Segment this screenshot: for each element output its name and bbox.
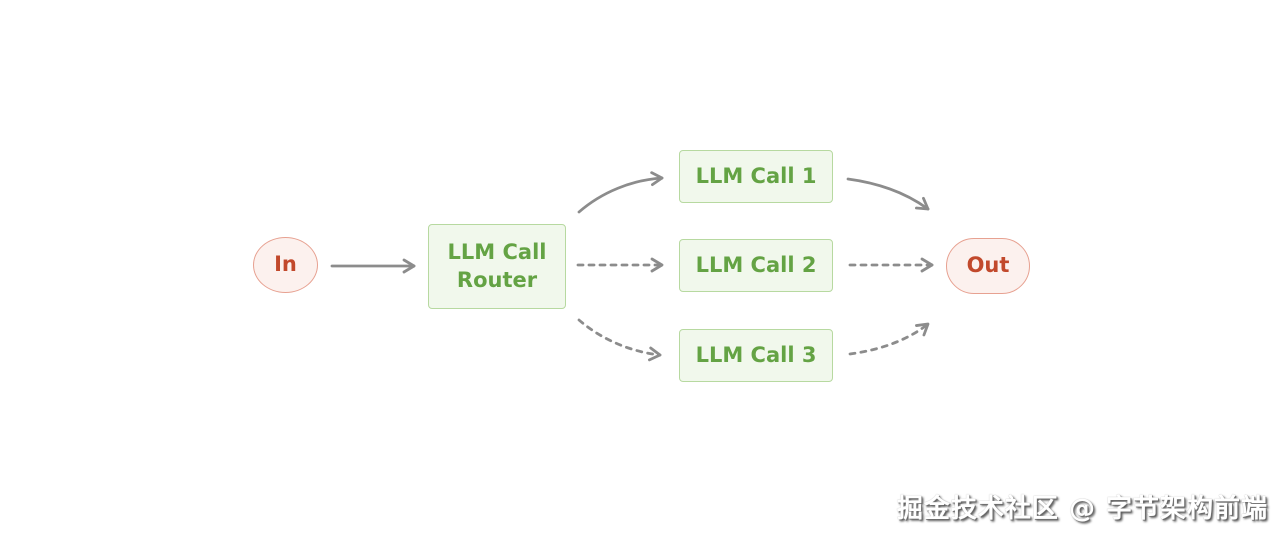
node-in: In [253, 237, 318, 293]
node-out-label: Out [966, 253, 1010, 278]
node-llm-call-1: LLM Call 1 [679, 150, 833, 203]
node-router-label: LLM Call Router [447, 239, 547, 292]
node-in-label: In [274, 252, 297, 277]
node-llm-call-router: LLM Call Router [428, 224, 566, 309]
edge-router-to-call1 [577, 171, 664, 214]
edge-router-to-call3 [577, 318, 662, 362]
node-call1-label: LLM Call 1 [695, 163, 817, 188]
edge-call3-to-out [848, 322, 930, 356]
node-llm-call-3: LLM Call 3 [679, 329, 833, 382]
node-llm-call-2: LLM Call 2 [679, 239, 833, 292]
node-call3-label: LLM Call 3 [695, 342, 817, 367]
node-call2-label: LLM Call 2 [695, 252, 817, 277]
watermark-text: 掘金技术社区 @ 字节架构前端 [896, 494, 1268, 524]
node-out: Out [946, 238, 1030, 294]
edge-call1-to-out [846, 177, 930, 211]
